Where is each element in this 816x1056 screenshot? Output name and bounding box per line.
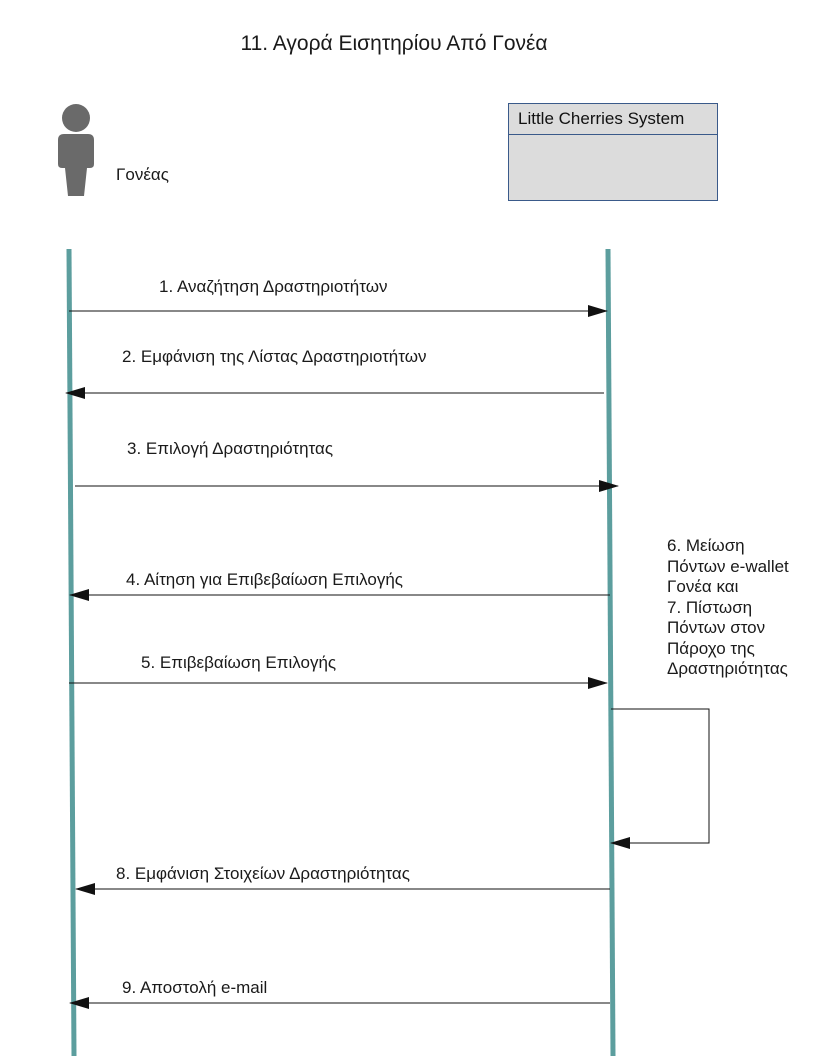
diagram-title: 11. Αγορά Εισητηρίου Από Γονέα [240,32,548,55]
user-icon [58,104,94,196]
self-message-line: Πόντων στον [667,618,766,637]
self-message-line: Πάροχο της [667,638,755,658]
message-label-9: 9. Αποστολή e-mail [122,978,268,997]
message-label-2: 2. Εμφάνιση της Λίστας Δραστηριοτήτων [122,347,427,366]
system-participant-label: Little Cherries System [509,104,717,135]
message-label-4: 4. Αίτηση για Επιβεβαίωση Επιλογής [126,570,403,589]
self-message-arrow [610,708,710,849]
system-participant-box: Little Cherries System [508,103,718,201]
system-lifeline [605,248,616,1056]
self-message-label: 6. Μείωση Πόντων e-wallet Γονέα και 7. Π… [667,536,789,680]
actor-label: Γονέας [116,165,169,184]
self-message-line: 7. Πίστωση [667,597,753,617]
self-message-line: Δραστηριότητας [667,659,788,678]
self-message-line: Γονέα και [667,577,739,596]
self-message-line: Πόντων e-wallet [667,556,789,576]
message-label-3: 3. Επιλογή Δραστηριότητας [127,439,334,458]
actor-lifeline [66,248,77,1056]
message-label-5: 5. Επιβεβαίωση Επιλογής [141,653,337,672]
self-message-line: 6. Μείωση [667,536,745,555]
message-label-8: 8. Εμφάνιση Στοιχείων Δραστηριότητας [116,864,410,883]
message-label-1: 1. Αναζήτηση Δραστηριοτήτων [159,277,388,296]
